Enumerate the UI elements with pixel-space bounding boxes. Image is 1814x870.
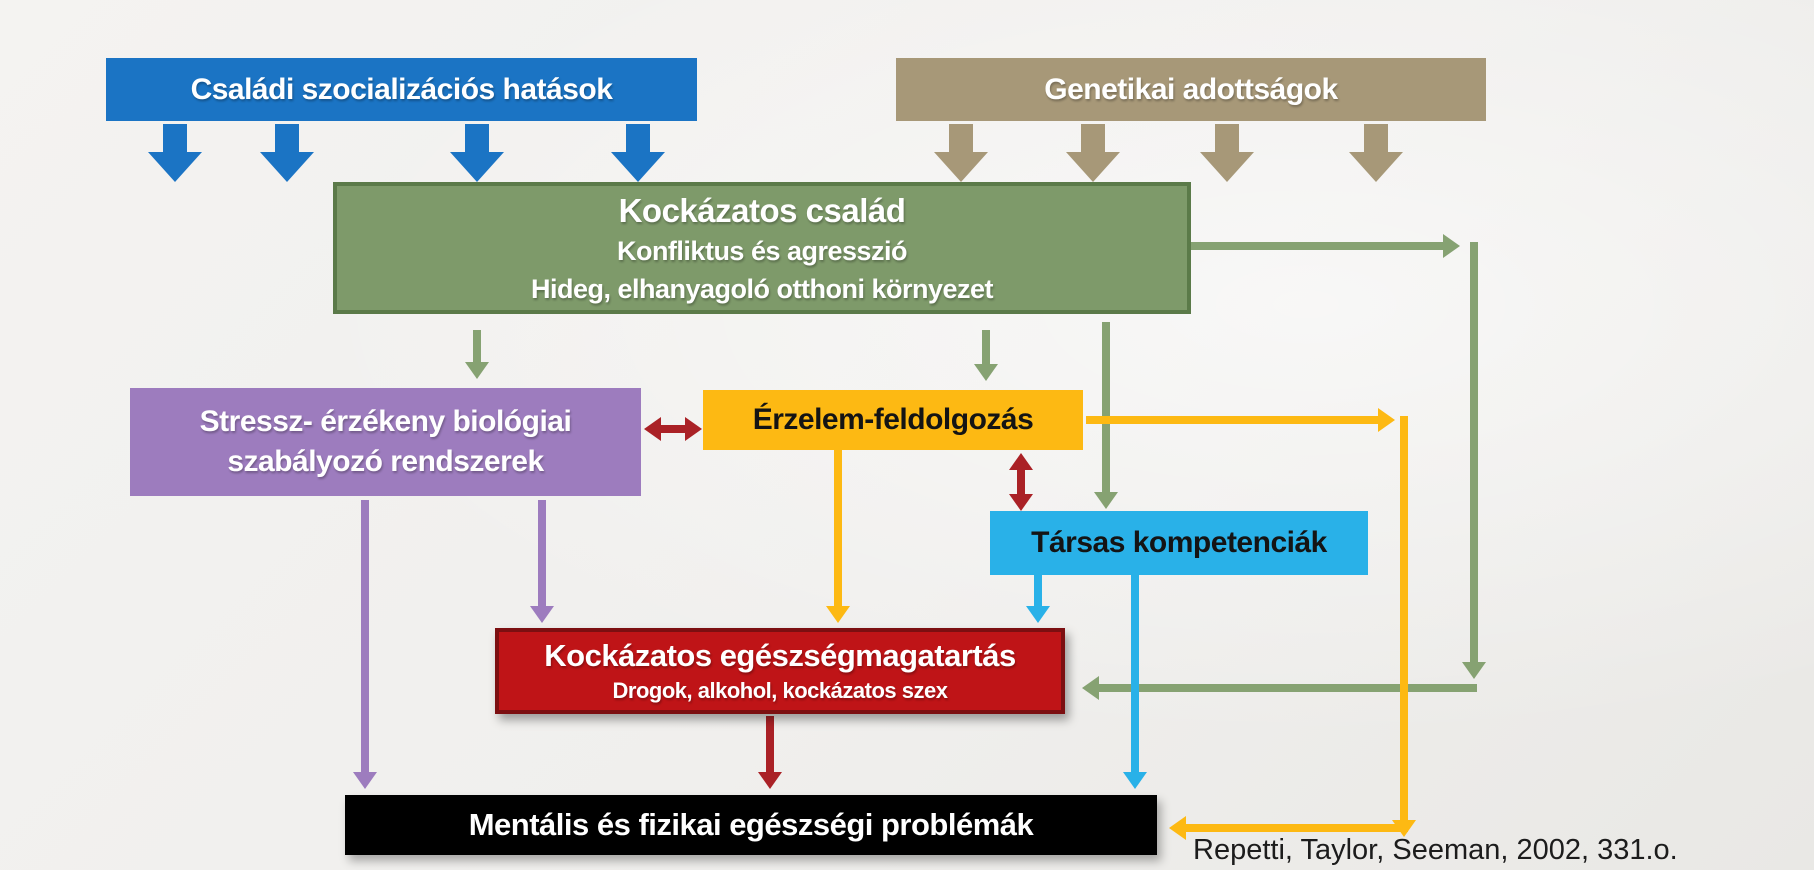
arrow-shaft	[1081, 124, 1105, 152]
box-subtitle: Drogok, alkohol, kockázatos szex	[612, 678, 948, 704]
arrow-head	[1169, 816, 1186, 840]
arrow-head	[644, 417, 661, 441]
arrow-line	[361, 500, 369, 772]
box-label: Érzelem-feldolgozás	[752, 403, 1034, 436]
box-title: Kockázatos család	[618, 191, 906, 229]
arrow-shaft	[465, 124, 489, 152]
arrow-line	[538, 500, 546, 606]
block-arrow-down-icon	[260, 124, 314, 182]
box-line: Stressz- érzékeny biológiai	[199, 404, 572, 438]
arrow-line	[1470, 242, 1478, 664]
arrow-head	[611, 152, 665, 182]
block-arrow-down-icon	[934, 124, 988, 182]
arrow-shaft	[1215, 124, 1239, 152]
arrow-head	[685, 417, 702, 441]
arrow-line	[1186, 824, 1408, 832]
box-emotion-processing: Érzelem-feldolgozás	[703, 390, 1083, 450]
box-label: Mentális és fizikai egészségi problémák	[468, 807, 1034, 843]
box-line: Konfliktus és agresszió	[616, 236, 908, 267]
arrow-shaft	[949, 124, 973, 152]
arrow-line	[1400, 416, 1408, 822]
block-arrow-down-icon	[1066, 124, 1120, 182]
arrow-line	[1034, 575, 1042, 606]
arrow-head	[1200, 152, 1254, 182]
box-label: Családi szocializációs hatások	[190, 72, 613, 106]
block-arrow-down-icon	[1349, 124, 1403, 182]
box-risky-family: Kockázatos család Konfliktus és agresszi…	[333, 182, 1191, 314]
box-title: Kockázatos egészségmagatartás	[544, 638, 1016, 674]
arrow-head	[826, 606, 850, 623]
arrow-head	[148, 152, 202, 182]
arrow-head	[974, 364, 998, 381]
arrow-head	[934, 152, 988, 182]
arrow-line	[1131, 575, 1139, 772]
block-arrow-down-icon	[611, 124, 665, 182]
arrow-line	[1102, 322, 1110, 494]
arrow-head	[530, 606, 554, 623]
arrow-head	[1082, 676, 1099, 700]
arrow-line	[982, 330, 990, 366]
block-arrow-down-icon	[1200, 124, 1254, 182]
arrow-shaft	[626, 124, 650, 152]
block-arrow-down-icon	[148, 124, 202, 182]
arrow-line	[1099, 684, 1477, 692]
box-line: Hideg, elhanyagoló otthoni környezet	[530, 273, 994, 304]
box-genetic-endowment: Genetikai adottságok	[896, 58, 1486, 121]
arrow-head	[1026, 606, 1050, 623]
arrow-head	[353, 772, 377, 789]
arrow-line	[473, 330, 481, 364]
arrow-head	[1349, 152, 1403, 182]
arrow-line	[766, 716, 774, 772]
block-arrow-down-icon	[450, 124, 504, 182]
arrow-shaft	[275, 124, 299, 152]
arrow-head	[1462, 662, 1486, 679]
arrow-head	[758, 772, 782, 789]
box-stress-biological-systems: Stressz- érzékeny biológiai szabályozó r…	[130, 388, 641, 496]
box-social-competences: Társas kompetenciák	[990, 511, 1368, 575]
box-label: Genetikai adottságok	[1044, 72, 1338, 106]
arrow-head	[1094, 492, 1118, 509]
box-risky-health-behavior: Kockázatos egészségmagatartás Drogok, al…	[495, 628, 1065, 714]
arrow-head	[1009, 453, 1033, 470]
arrow-line	[1191, 242, 1443, 250]
arrow-head	[1066, 152, 1120, 182]
box-line: szabályozó rendszerek	[227, 445, 544, 478]
citation-text: Repetti, Taylor, Seeman, 2002, 331.o.	[1193, 834, 1678, 866]
arrow-head	[1378, 408, 1395, 432]
arrow-head	[1009, 494, 1033, 511]
arrow-head	[450, 152, 504, 182]
arrow-head	[1443, 234, 1460, 258]
arrow-line	[659, 425, 687, 433]
box-mental-physical-problems: Mentális és fizikai egészségi problémák	[345, 795, 1157, 855]
arrow-shaft	[163, 124, 187, 152]
arrow-line	[834, 450, 842, 606]
arrow-head	[465, 362, 489, 379]
arrow-head	[1123, 772, 1147, 789]
arrow-shaft	[1364, 124, 1388, 152]
box-family-socialization: Családi szocializációs hatások	[106, 58, 697, 121]
arrow-line	[1017, 468, 1025, 494]
box-label: Társas kompetenciák	[1031, 526, 1327, 559]
arrow-head	[260, 152, 314, 182]
arrow-line	[1086, 416, 1378, 424]
